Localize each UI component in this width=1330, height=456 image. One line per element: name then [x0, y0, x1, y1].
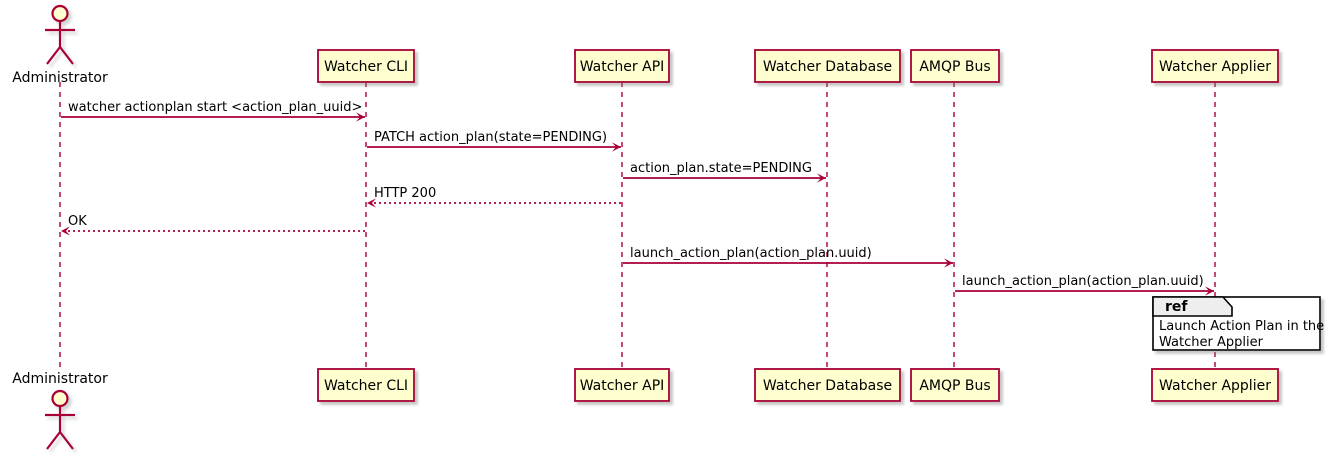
- participant-label-api: Watcher API: [580, 378, 665, 394]
- actor-leg-right: [59, 431, 74, 450]
- message-4-api-to-cli: HTTP 200: [367, 186, 621, 208]
- message-arrowhead: [356, 112, 365, 122]
- participant-label-cli: Watcher CLI: [324, 59, 408, 75]
- message-5-cli-to-admin: OK: [61, 214, 365, 236]
- participant-box-rect: [1151, 49, 1279, 83]
- participant-label-db: Watcher Database: [763, 378, 892, 394]
- actor-label-admin: Administrator: [12, 70, 108, 86]
- participant-box-applier-bottom: Watcher Applier: [1151, 368, 1279, 402]
- participant-label-applier: Watcher Applier: [1159, 59, 1271, 75]
- participant-box-db-top: Watcher Database: [754, 49, 901, 83]
- actor-label-admin: Administrator: [12, 371, 108, 387]
- participant-boxes-layer: Watcher CLI Watcher CLI Watcher API Watcher…: [317, 49, 1279, 402]
- participant-box-applier-top: Watcher Applier: [1151, 49, 1279, 83]
- ref-fragment-keyword: ref: [1165, 299, 1188, 315]
- actor-leg-left: [46, 46, 61, 65]
- actor-leg-left: [46, 431, 61, 450]
- participant-box-rect: [754, 368, 901, 402]
- participant-box-rect: [574, 368, 670, 402]
- message-arrowhead: [61, 226, 70, 236]
- message-1-admin-to-cli: watcher actionplan start <action_plan_uu…: [61, 100, 365, 122]
- actor-head: [51, 4, 69, 23]
- participant-box-api-top: Watcher API: [574, 49, 670, 83]
- participant-box-api-bottom: Watcher API: [574, 368, 670, 402]
- message-arrowhead: [367, 198, 376, 208]
- participant-box-rect: [317, 49, 415, 83]
- message-label: launch_action_plan(action_plan.uuid): [962, 274, 1204, 289]
- participant-label-amqp: AMQP Bus: [919, 378, 990, 394]
- participant-box-db-bottom: Watcher Database: [754, 368, 901, 402]
- participant-box-amqp-top: AMQP Bus: [910, 49, 1000, 83]
- participant-box-rect: [574, 49, 670, 83]
- actor-figure: [45, 4, 75, 65]
- actor-admin-top: Administrator: [12, 4, 108, 86]
- message-7-amqp-to-applier: launch_action_plan(action_plan.uuid): [955, 274, 1214, 296]
- ref-fragment-line-2: Watcher Applier: [1159, 335, 1264, 350]
- actor-figure: [45, 389, 75, 450]
- message-label: launch_action_plan(action_plan.uuid): [630, 246, 872, 261]
- participant-box-cli-bottom: Watcher CLI: [317, 368, 415, 402]
- participant-box-amqp-bottom: AMQP Bus: [910, 368, 1000, 402]
- participant-box-cli-top: Watcher CLI: [317, 49, 415, 83]
- participant-box-rect: [754, 49, 901, 83]
- message-arrowhead: [817, 173, 826, 183]
- participant-label-api: Watcher API: [580, 59, 665, 75]
- participant-box-rect: [1151, 368, 1279, 402]
- messages-layer: watcher actionplan start <action_plan_uu…: [61, 100, 1214, 296]
- lifelines-layer: [59, 82, 1216, 369]
- participant-box-rect: [910, 368, 1000, 402]
- ref-fragment-header: [1152, 296, 1233, 317]
- message-label: HTTP 200: [374, 186, 436, 201]
- participant-box-rect: [317, 368, 415, 402]
- message-arrowhead: [612, 142, 621, 152]
- participant-box-rect: [910, 49, 1000, 83]
- actor-head: [51, 389, 69, 408]
- participant-label-applier: Watcher Applier: [1159, 378, 1271, 394]
- message-label: watcher actionplan start <action_plan_uu…: [68, 100, 362, 115]
- message-3-api-to-db: action_plan.state=PENDING: [623, 161, 826, 183]
- actor-leg-right: [59, 46, 74, 65]
- actor-admin-bottom: Administrator: [12, 371, 108, 450]
- message-label: OK: [68, 214, 87, 229]
- message-2-cli-to-api: PATCH action_plan(state=PENDING): [367, 130, 621, 152]
- participant-label-db: Watcher Database: [763, 59, 892, 75]
- message-arrowhead: [1205, 286, 1214, 296]
- participant-label-cli: Watcher CLI: [324, 378, 408, 394]
- ref-fragment-line-1: Launch Action Plan in the: [1159, 319, 1324, 334]
- message-arrowhead: [944, 258, 953, 268]
- message-label: PATCH action_plan(state=PENDING): [374, 130, 607, 145]
- message-label: action_plan.state=PENDING: [630, 161, 812, 176]
- participant-label-amqp: AMQP Bus: [919, 59, 990, 75]
- message-6-api-to-amqp: launch_action_plan(action_plan.uuid): [623, 246, 953, 268]
